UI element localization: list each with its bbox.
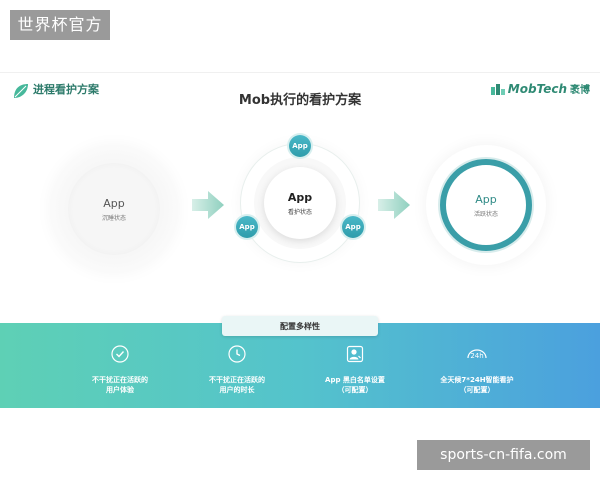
app-badge-right: App — [342, 216, 364, 238]
arrow-right-icon — [192, 191, 224, 219]
feature-item: 不干扰正在活跃的 用户的时长 — [177, 345, 297, 395]
guard-state-app: App — [287, 190, 313, 204]
app-badge-left: App — [236, 216, 258, 238]
feature-line2: （可配置） — [459, 386, 495, 394]
page-title: Mob执行的看护方案 — [238, 93, 362, 108]
site-tag: 世界杯官方 — [10, 10, 110, 40]
active-state-label: 活跃状态 — [473, 210, 498, 218]
24h-icon: 24h — [467, 349, 487, 360]
guard-state-circle: App 看护状态 — [264, 167, 336, 239]
brand-logo: MobTech 袤博 — [490, 81, 590, 96]
leaf-logo-icon — [14, 84, 28, 98]
active-state-app: App — [475, 192, 497, 206]
band-title: 配置多样性 — [222, 316, 378, 336]
brand-name: MobTech — [507, 81, 567, 96]
sleep-state-circle: App 沉睡状态 — [68, 163, 160, 255]
feature-band — [0, 323, 600, 408]
app-badge-top: App — [289, 135, 311, 157]
feature-item: 24h 全天候7*24H智能看护 （可配置） — [417, 345, 537, 395]
feature-line1: 不干扰正在活跃的 — [209, 376, 265, 384]
sleep-state-label: 沉睡状态 — [101, 214, 126, 222]
feature-item: App 黑白名单设置 （可配置） — [295, 345, 415, 395]
slide: 进程看护方案 Mob执行的看护方案 MobTech 袤博 App 沉睡状态 Ap… — [0, 72, 600, 408]
arrow-right-icon — [378, 191, 410, 219]
24h-icon-text: 24h — [470, 352, 483, 360]
feature-line1: App 黑白名单设置 — [325, 376, 385, 384]
brand-sub: 袤博 — [570, 85, 590, 96]
check-shield-icon — [111, 345, 129, 363]
corner-title: 进程看护方案 — [33, 83, 99, 96]
feature-line1: 不干扰正在活跃的 — [92, 376, 148, 384]
guard-state-label: 看护状态 — [287, 208, 312, 216]
brand-mark-icon — [490, 83, 505, 95]
feature-line2: （可配置） — [337, 386, 373, 394]
sleep-state-app: App — [103, 196, 125, 210]
url-tag: sports-cn-fifa.com — [417, 440, 590, 470]
feature-line2: 用户体验 — [106, 386, 134, 394]
clock-icon — [228, 345, 246, 363]
active-state-circle: App 活跃状态 — [440, 159, 532, 251]
feature-item: 不干扰正在活跃的 用户体验 — [60, 345, 180, 395]
whitelist-user-icon — [346, 345, 364, 363]
feature-line1: 全天候7*24H智能看护 — [440, 376, 514, 384]
feature-line2: 用户的时长 — [219, 386, 255, 394]
